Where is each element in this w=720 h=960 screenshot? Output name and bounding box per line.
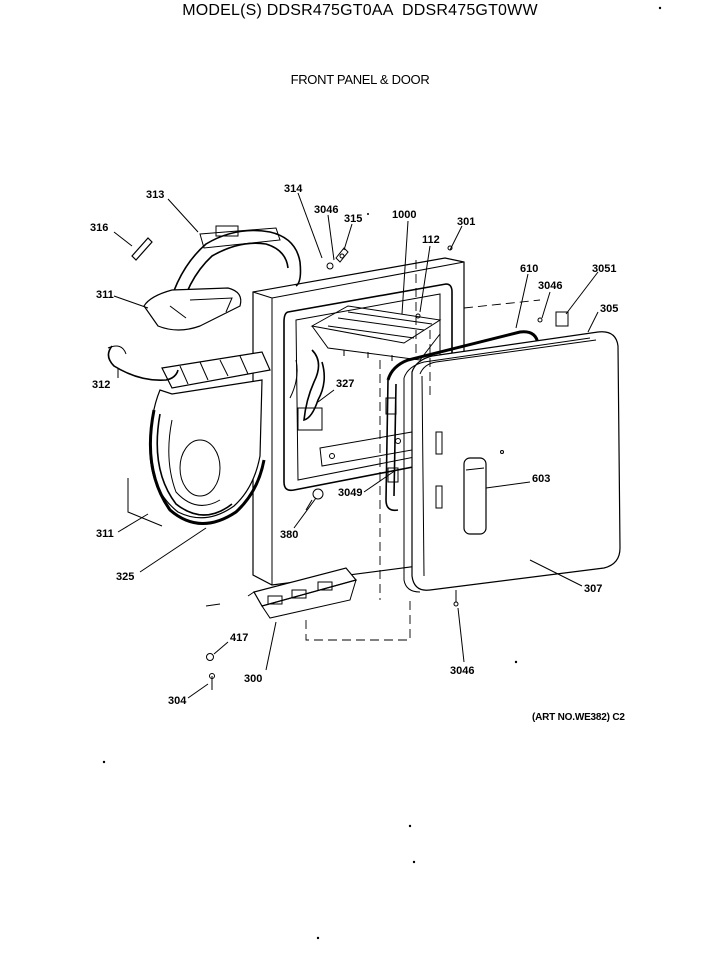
scan-specks [102, 6, 662, 940]
section-title: FRONT PANEL & DOOR [290, 72, 430, 87]
callout-307: 307 [584, 583, 602, 595]
callout-300: 300 [244, 673, 262, 685]
duct-assembly [107, 225, 302, 527]
callout-304: 304 [168, 695, 187, 707]
callout-315: 315 [344, 213, 362, 225]
callout-380: 380 [280, 529, 298, 541]
door [403, 331, 621, 593]
callout-3046-bottom: 3046 [450, 665, 474, 677]
callout-301: 301 [457, 216, 475, 228]
callout-1000: 1000 [392, 209, 416, 221]
callout-325: 325 [116, 571, 134, 583]
toe-panel [247, 567, 358, 619]
callout-3046-top: 3046 [314, 204, 338, 216]
callout-316: 316 [90, 222, 108, 234]
callout-311-bottom: 311 [96, 528, 114, 540]
callout-leaders [113, 192, 599, 699]
model-title: MODEL(S) DDSR475GT0AA DDSR475GT0WW [182, 2, 538, 19]
callout-112: 112 [422, 234, 440, 246]
callout-305: 305 [600, 303, 618, 315]
art-number: (ART NO.WE382) C2 [532, 712, 625, 723]
bottom-screws [205, 590, 459, 690]
callout-312: 312 [92, 379, 110, 391]
callout-417: 417 [230, 632, 248, 644]
callout-311-top: 311 [96, 289, 114, 301]
door-gasket [385, 330, 542, 512]
callout-313: 313 [146, 189, 164, 201]
callout-3046-right: 3046 [538, 280, 562, 292]
callout-3049: 3049 [338, 487, 362, 499]
callout-314: 314 [284, 183, 303, 195]
callout-3051: 3051 [592, 263, 616, 275]
front-panel [252, 257, 465, 586]
callout-327: 327 [336, 378, 354, 390]
callout-labels: 313 314 316 311 312 3046 315 1000 301 11… [90, 183, 618, 707]
callout-610: 610 [520, 263, 538, 275]
dashed-leaders [305, 260, 541, 641]
callout-603: 603 [532, 473, 550, 485]
